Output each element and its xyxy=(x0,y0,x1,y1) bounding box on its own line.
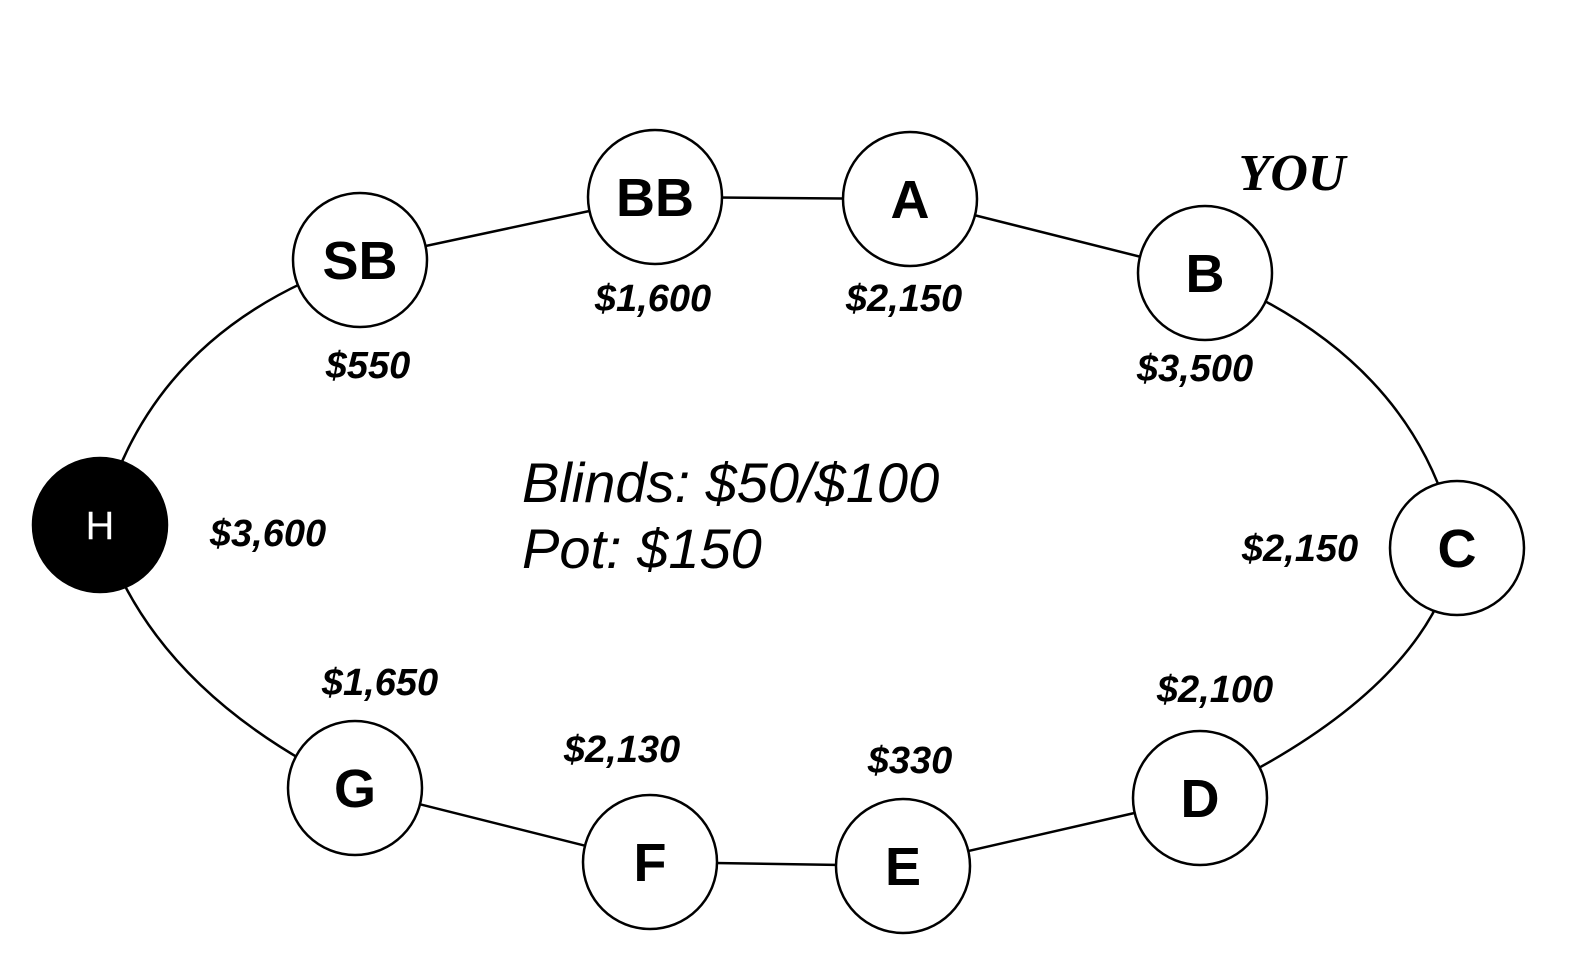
seat-d-stack: $2,100 xyxy=(1156,669,1273,711)
seat-c: C $2,150 xyxy=(1241,479,1526,617)
seat-d: D $2,100 xyxy=(1131,669,1273,867)
seat-sb-label: SB xyxy=(322,231,397,291)
seat-sb-stack: $550 xyxy=(325,345,411,387)
seat-a: A $2,150 xyxy=(841,130,979,320)
seat-d-circle xyxy=(1131,729,1269,867)
seat-b-stack: $3,500 xyxy=(1136,348,1253,390)
seat-f: F $2,130 xyxy=(563,729,719,931)
seat-h-stack: $3,600 xyxy=(209,513,326,555)
seat-bb-stack: $1,600 xyxy=(594,278,711,320)
seat-a-circle xyxy=(841,130,979,268)
seat-bb-label: BB xyxy=(616,168,694,228)
seat-c-label: C xyxy=(1438,519,1477,579)
seat-f-circle xyxy=(581,793,719,931)
seat-bb-circle xyxy=(586,128,724,266)
seat-b: B $3,500 xyxy=(1136,204,1274,390)
seat-e-circle xyxy=(834,797,972,935)
seat-d-label: D xyxy=(1181,769,1220,829)
seat-e-stack: $330 xyxy=(867,740,953,782)
seat-h-label: H xyxy=(86,504,115,548)
seat-f-stack: $2,130 xyxy=(563,729,680,771)
seat-g-label: G xyxy=(334,759,376,819)
seat-e-label: E xyxy=(885,837,921,897)
seat-g: G $1,650 xyxy=(286,662,438,857)
you-label: YOU xyxy=(1239,145,1348,202)
seat-bb: BB $1,600 xyxy=(586,128,724,320)
pot-text: Pot: $150 xyxy=(522,517,762,580)
seat-c-stack: $2,150 xyxy=(1241,528,1358,570)
seat-sb: SB $550 xyxy=(291,191,429,387)
dealer-seat-circle xyxy=(31,456,169,594)
seat-f-label: F xyxy=(634,833,667,893)
seat-e: E $330 xyxy=(834,740,972,935)
blinds-text: Blinds: $50/$100 xyxy=(522,451,939,514)
seat-a-stack: $2,150 xyxy=(845,278,962,320)
seat-g-stack: $1,650 xyxy=(321,662,438,704)
seat-a-label: A xyxy=(891,170,930,230)
seat-h-dealer: H $3,600 xyxy=(31,456,326,594)
seat-b-label: B xyxy=(1186,244,1225,304)
seat-g-circle xyxy=(286,719,424,857)
seat-c-circle xyxy=(1388,479,1526,617)
seat-b-circle xyxy=(1136,204,1274,342)
seat-sb-circle xyxy=(291,191,429,329)
